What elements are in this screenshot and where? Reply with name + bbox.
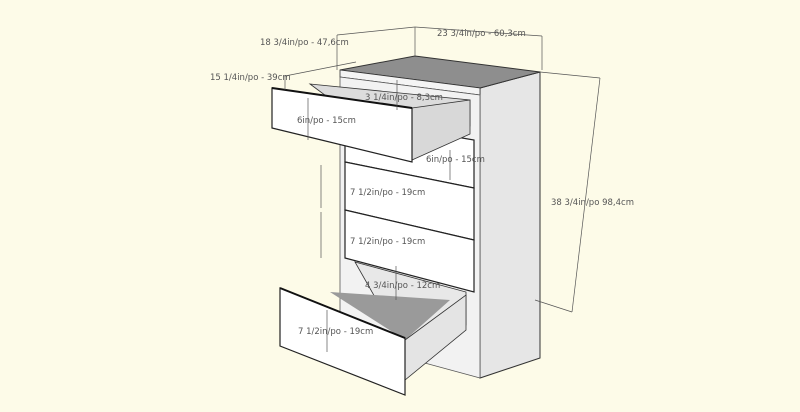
label-drawer2-front-height: 6in/po - 15cm [426,155,485,165]
label-drawer5-inner-height: 4 3/4in/po - 12cm [365,281,441,291]
drawer-5-open [279,261,467,396]
label-width-total: 23 3/4in/po - 60,3cm [437,29,526,39]
label-depth-total: 18 3/4in/po - 47,6cm [260,38,349,48]
label-drawer4-front-height: 7 1/2in/po - 19cm [350,237,426,247]
label-height-total: 38 3/4in/po 98,4cm [551,198,634,208]
label-drawer3-front-height: 7 1/2in/po - 19cm [350,188,426,198]
dimension-lines [284,26,601,352]
drawer-1-open [271,83,471,163]
drawer-4-front [344,209,475,293]
label-drawer-depth: 15 1/4in/po - 39cm [210,73,291,83]
cabinet-side-panel [479,71,541,379]
label-drawer1-inner-height: 3 1/4in/po - 8,3cm [365,93,443,103]
label-drawer1-front-height: 6in/po - 15cm [297,116,356,126]
label-drawer5-front-height: 7 1/2in/po - 19cm [298,327,374,337]
